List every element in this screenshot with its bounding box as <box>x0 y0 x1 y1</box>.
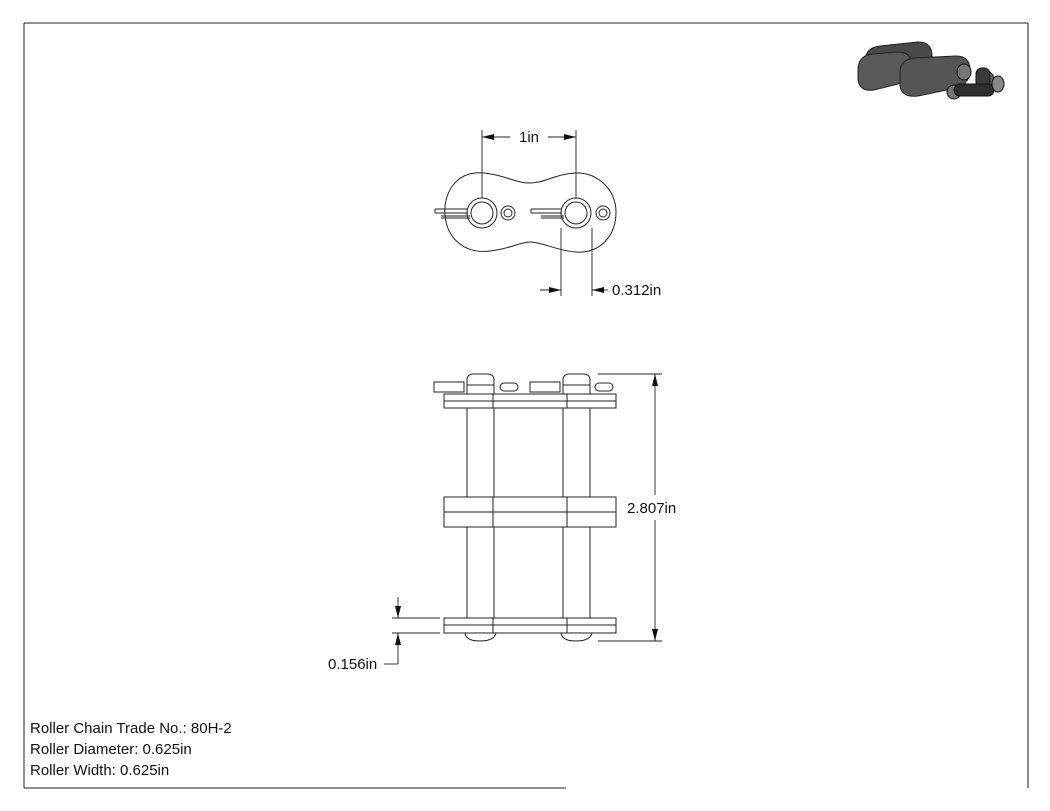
chain-3d-preview <box>857 41 1005 100</box>
sheet-border <box>23 22 1029 789</box>
dimension-pin-offset <box>540 228 608 296</box>
spec-roller-diameter: Roller Diameter: 0.625in <box>30 741 192 758</box>
spec-trade-number: Roller Chain Trade No.: 80H-2 <box>30 720 232 737</box>
dimension-pitch-label: 1in <box>519 129 539 146</box>
dimension-overall-width-label: 2.807in <box>627 500 676 517</box>
spec-block: Roller Chain Trade No.: 80H-2 Roller Dia… <box>30 720 232 779</box>
spec-roller-width: Roller Width: 0.625in <box>30 762 169 779</box>
front-view-double-strand <box>433 373 617 642</box>
dimension-plate-thickness-label: 0.156in <box>328 656 377 673</box>
dimension-pitch <box>481 130 577 198</box>
top-view-link-plate <box>434 172 617 253</box>
dimension-pin-offset-label: 0.312in <box>612 282 661 299</box>
dimension-plate-thickness <box>384 597 440 665</box>
dimension-overall-width <box>598 373 662 642</box>
